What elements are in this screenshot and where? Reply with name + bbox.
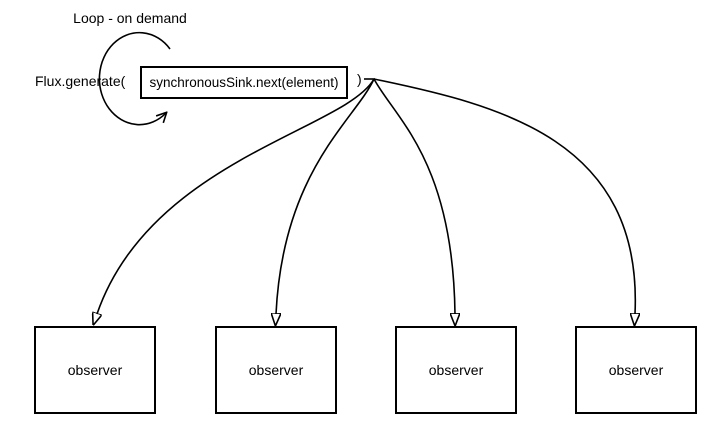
loop-annotation-label: Loop - on demand <box>73 10 187 26</box>
closing-paren-label: ) <box>357 71 362 87</box>
observer-label: observer <box>67 362 123 378</box>
arrow-to-observer-4 <box>373 78 635 314</box>
observer-label: observer <box>608 362 664 378</box>
arrow-to-observer-2 <box>276 78 375 314</box>
observer-label: observer <box>248 362 304 378</box>
observer-box-4: observer <box>575 326 697 414</box>
generator-call-label: Flux.generate( <box>35 73 126 89</box>
arrow-to-observer-1 <box>97 78 375 314</box>
sink-box-label: synchronousSink.next(element) <box>149 75 339 90</box>
loop-arrow <box>98 31 171 126</box>
observer-box-3: observer <box>395 326 517 414</box>
observer-box-2: observer <box>215 326 337 414</box>
observer-box-1: observer <box>34 326 156 414</box>
sink-box: synchronousSink.next(element) <box>140 66 348 99</box>
arrow-to-observer-3 <box>373 78 455 314</box>
observer-label: observer <box>428 362 484 378</box>
